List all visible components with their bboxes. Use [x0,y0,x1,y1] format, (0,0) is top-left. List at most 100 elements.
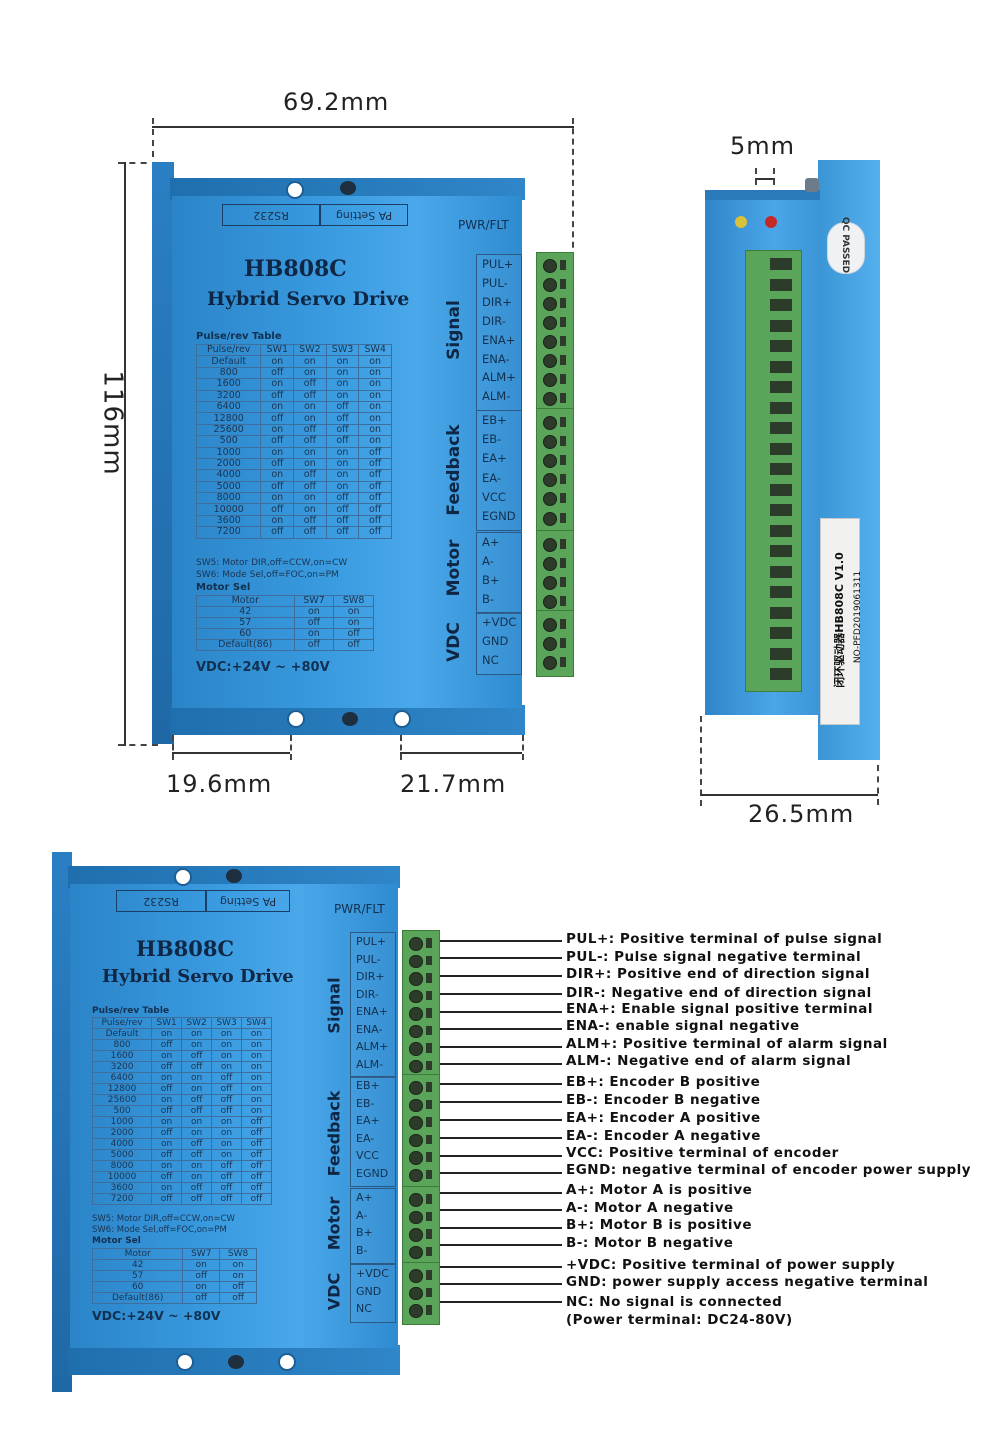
screw-head [340,181,356,195]
terminal-screw[interactable] [543,278,557,293]
terminal-screw[interactable] [409,1116,423,1130]
terminal-screw[interactable] [543,511,557,526]
vdc-group-label: VDC [324,1272,344,1311]
terminal-screw[interactable] [543,415,557,430]
terminal-screw[interactable] [543,594,557,609]
terminal-slot [426,1211,432,1221]
terminal-screw[interactable] [409,989,423,1003]
terminal-screw[interactable] [409,1007,423,1021]
callout-leader-line [440,957,562,959]
terminal-screw[interactable] [409,972,423,986]
pin-label: ENA+ [356,1005,388,1018]
terminal-screw[interactable] [409,1286,423,1300]
table-cell: on [219,1259,257,1271]
table-cell: off [151,1149,183,1161]
terminal-screw[interactable] [543,556,557,571]
table-cell: 500 [195,435,262,448]
terminal-screw[interactable] [543,353,557,368]
terminal-screw[interactable] [409,1228,423,1242]
table-cell: 2000 [91,1127,153,1139]
sw6-note: SW6: Mode Sel,off=FOC,on=PM [196,570,339,580]
table-cell: on [240,1072,273,1084]
table-cell: on [293,606,335,618]
terminal-screw[interactable] [409,1193,423,1207]
table-cell: on [151,1116,183,1128]
terminal-screw[interactable] [543,636,557,651]
terminal-screw[interactable] [543,316,557,331]
terminal-screw[interactable] [543,335,557,350]
pin-label: EB+ [482,413,507,427]
terminal-slot [770,647,792,660]
terminal-screw[interactable] [409,1042,423,1056]
terminal-screw[interactable] [409,1133,423,1147]
pin-label: ENA- [482,351,510,366]
terminal-screw[interactable] [543,372,557,387]
pin-callout-label: B+: Motor B is positive [566,1217,752,1233]
terminal-screw[interactable] [543,537,557,552]
terminal-screw[interactable] [543,259,557,274]
terminal-slot [560,474,566,485]
callout-leader-line [440,1119,562,1121]
terminal-slot [770,319,792,332]
terminal-screw[interactable] [409,1168,423,1182]
terminal-block-segment [402,1074,440,1189]
height-extension-top [118,162,158,164]
terminal-screw[interactable] [409,1059,423,1073]
gap-dim-line [755,178,775,180]
model-title: HB808C [244,256,347,282]
terminal-screw[interactable] [543,492,557,507]
table-cell: on [211,1050,242,1062]
terminal-screw[interactable] [543,575,557,590]
terminal-screw[interactable] [409,1151,423,1165]
callout-leader-line [440,940,562,942]
pin-label: VCC [356,1149,379,1162]
table-cell: on [358,389,392,402]
terminal-screw[interactable] [543,655,557,670]
drive-side-edge [52,852,72,1392]
table-cell: on [181,1083,213,1095]
terminal-screw[interactable] [409,1081,423,1095]
motor-group-label: Motor [444,539,464,597]
terminal-screw[interactable] [409,1024,423,1038]
terminal-screw[interactable] [409,1269,423,1283]
terminal-screw[interactable] [409,954,423,968]
table-cell: SW7 [293,595,335,607]
terminal-screw[interactable] [409,1245,423,1259]
table-cell: 25600 [195,423,262,437]
pin-callout-label: ALM+: Positive terminal of alarm signal [566,1036,888,1052]
terminal-screw[interactable] [409,1098,423,1112]
table-cell: off [240,1171,273,1183]
pin-label: EA- [482,470,502,485]
table-cell: off [260,503,295,516]
terminal-slot [560,618,566,629]
drive-side-edge [152,162,174,744]
table-cell: on [240,1083,273,1095]
table-cell: on [293,628,335,640]
terminal-screw[interactable] [409,1304,423,1318]
terminal-screw[interactable] [543,617,557,632]
terminal-screw[interactable] [543,434,557,449]
table-cell: on [260,378,295,391]
fault-led [765,216,777,228]
table-cell: on [260,423,295,437]
table-cell: 8000 [195,492,262,505]
terminal-screw[interactable] [543,454,557,468]
terminal-screw[interactable] [409,937,423,951]
table-cell: on [325,446,360,459]
callout-leader-line [440,1244,562,1246]
table-cell: Pulse/rev [195,343,262,357]
terminal-screw[interactable] [543,391,557,406]
terminal-screw[interactable] [409,1210,423,1224]
pin-callout-label: DIR-: Negative end of direction signal [566,985,872,1001]
terminal-screw[interactable] [543,473,557,488]
table-cell: SW1 [151,1017,183,1029]
terminal-screw[interactable] [543,297,557,312]
table-cell: off [293,423,327,437]
pin-label: EGND [356,1166,389,1180]
depth-tick-left [700,716,702,806]
